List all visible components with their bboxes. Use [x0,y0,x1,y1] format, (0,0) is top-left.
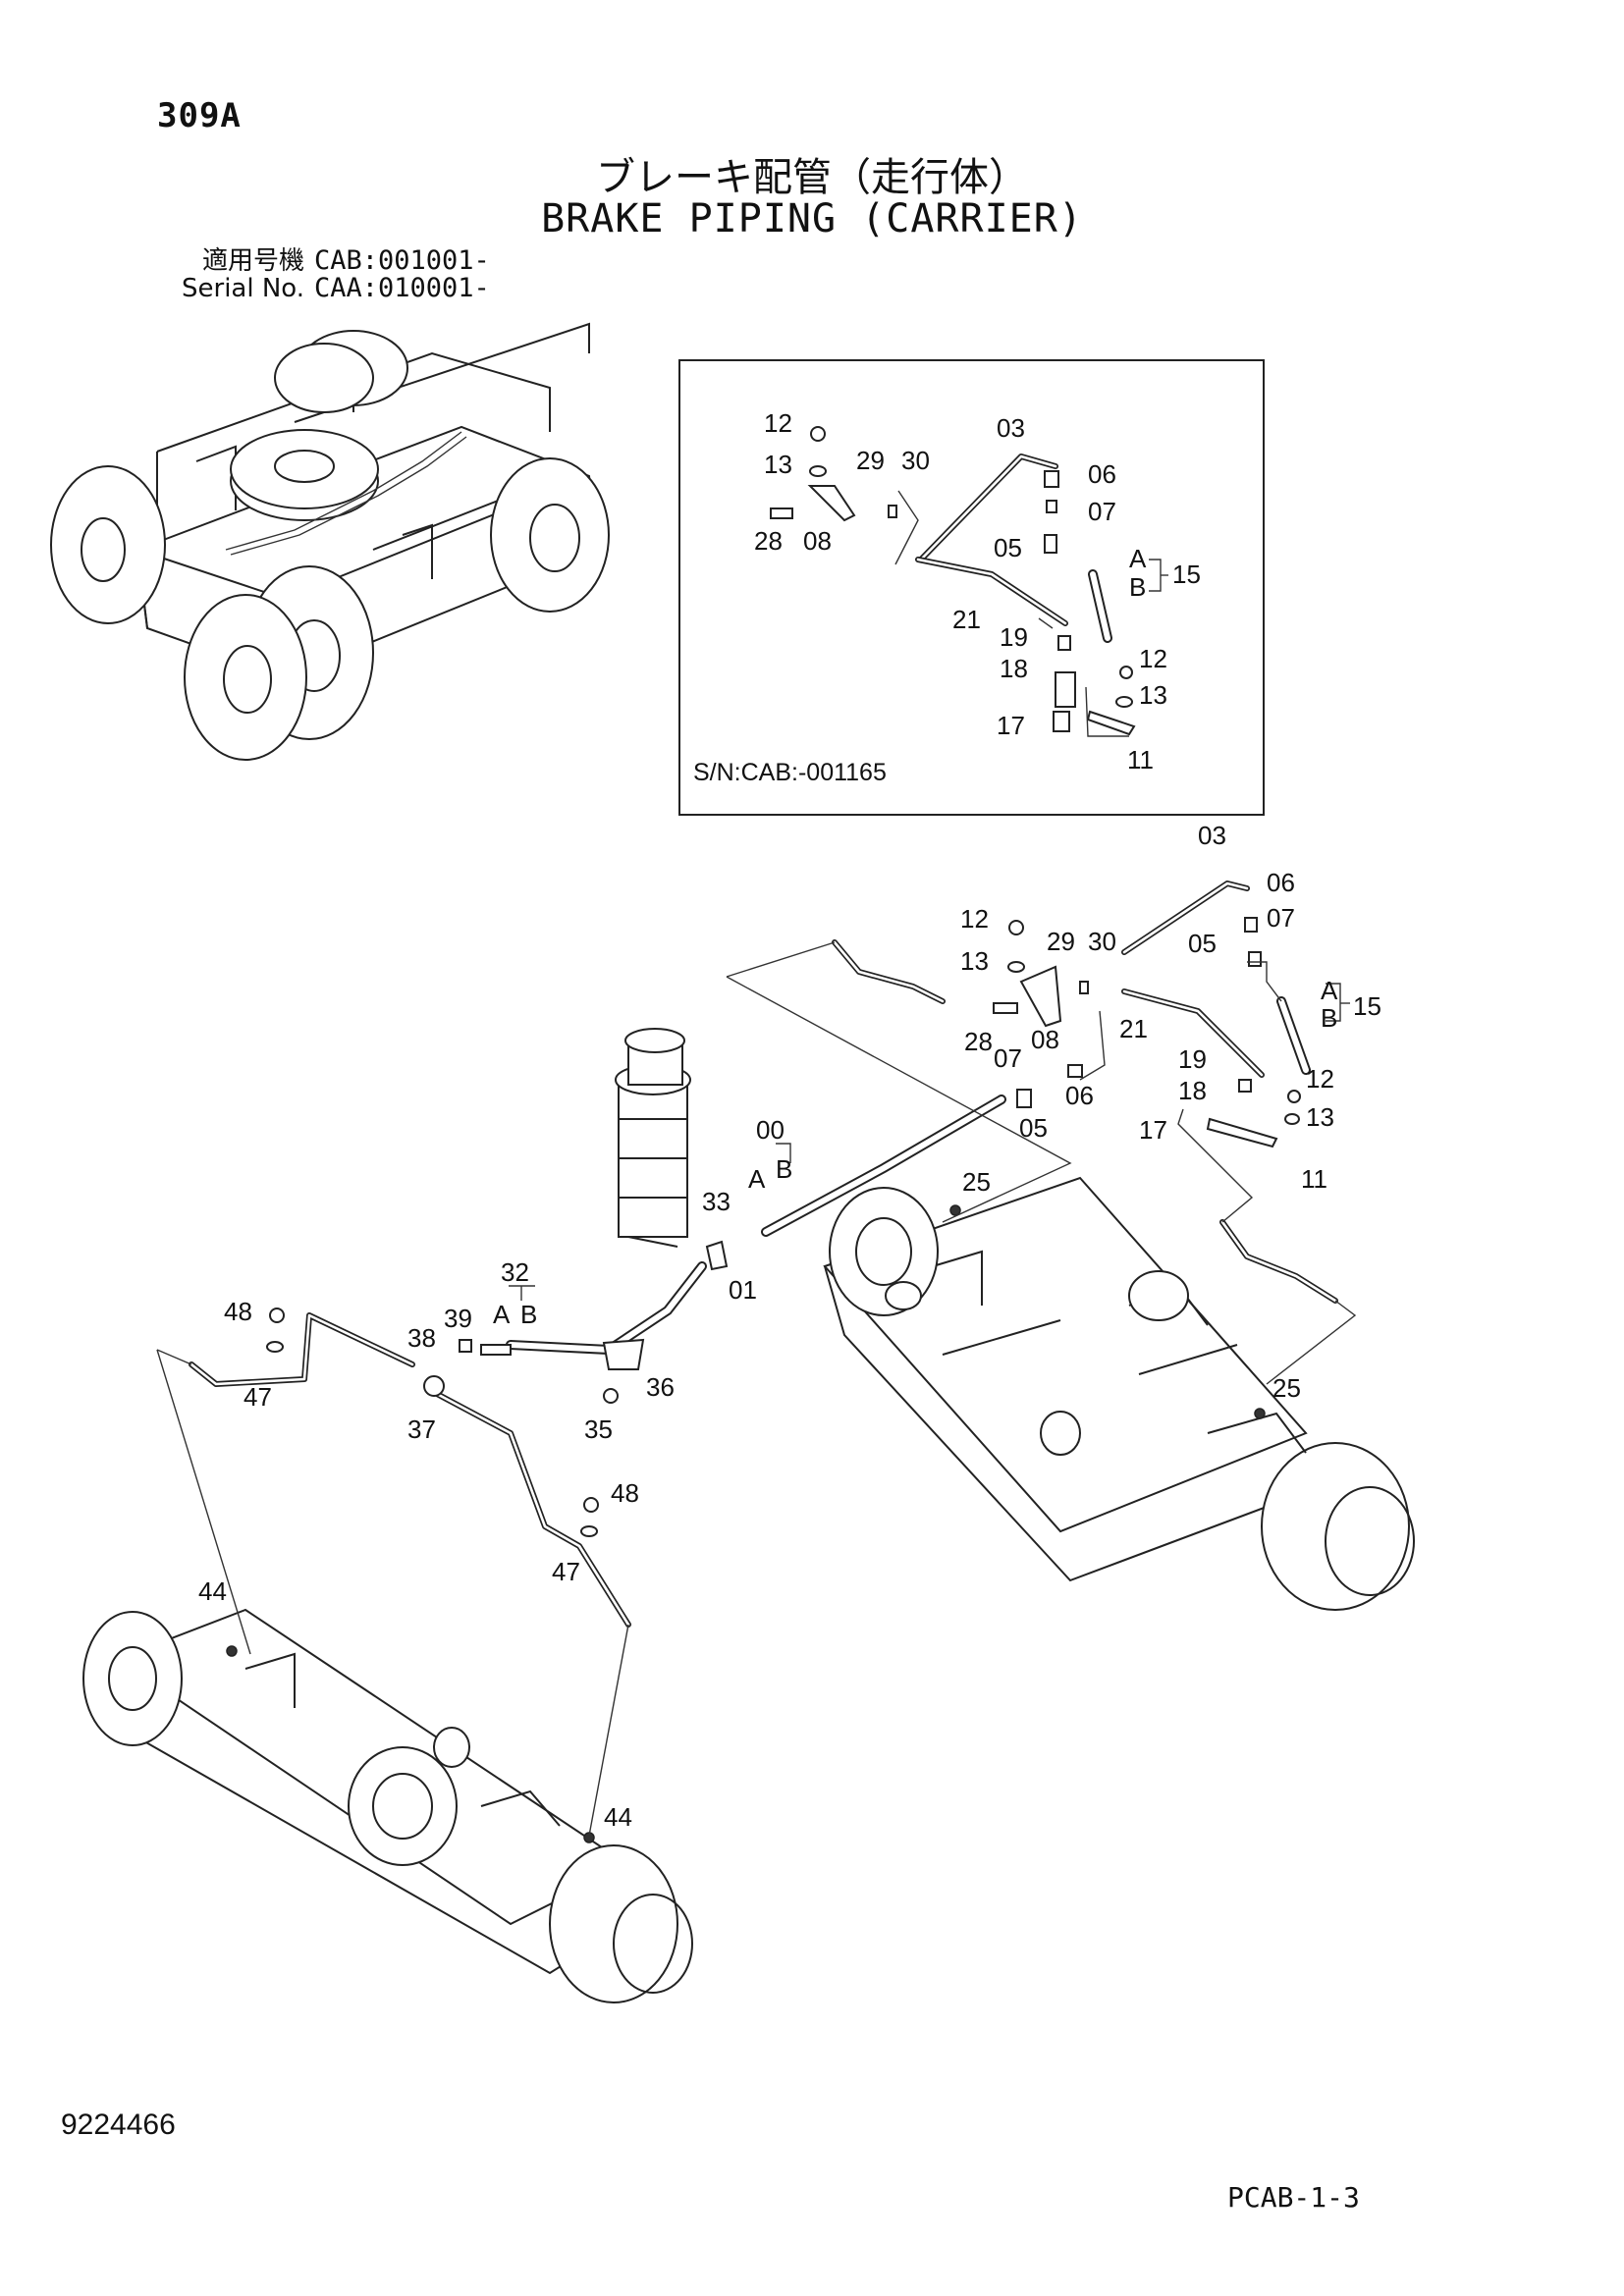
title-english: BRAKE PIPING (CARRIER) [541,196,1083,241]
callout-05: 05 [994,533,1022,562]
callout-28: 28 [964,1027,993,1056]
title-japanese: ブレーキ配管（走行体） [596,155,1028,200]
callout-15: 15 [1172,560,1201,589]
callout-28: 28 [754,526,783,556]
callout-30: 30 [901,446,930,475]
callout-44b: 44 [604,1802,632,1832]
inset-caption: S/N:CAB:-001165 [693,759,887,786]
callout-00: 00 [756,1115,785,1145]
drawing-id: 9224466 [61,2109,176,2141]
callout-12b: 12 [1306,1064,1334,1094]
callout-48b: 48 [611,1478,639,1508]
callout-21: 21 [952,605,981,634]
inset-early-serial-panel [678,359,1265,816]
callout-33: 33 [702,1187,731,1216]
inset-callouts: 12 13 29 30 03 06 07 28 08 05 A B 15 21 … [693,408,1201,786]
callout-B: B [1321,1003,1337,1033]
callout-38: 38 [407,1323,436,1353]
callout-06: 06 [1267,868,1295,897]
callout-A: A [1129,544,1147,573]
callout-32-A: A [493,1300,511,1329]
serial-value: CAA:010001- [314,273,490,303]
callout-01: 01 [729,1275,757,1305]
callout-47a: 47 [244,1382,272,1412]
callout-05: 05 [1188,929,1217,958]
serial-number-block: 適用号機 CAB:001001- Serial No. CAA:010001- [152,245,490,303]
callout-29: 29 [856,446,885,475]
callout-25a: 25 [962,1167,991,1197]
page-number: 309A [157,96,242,135]
carrier-overview-drawing [50,322,610,761]
callout-A: A [1321,976,1338,1005]
callout-00-B: B [776,1154,792,1184]
serial-row-serial-no: Serial No. CAA:010001- [152,273,490,303]
callout-B: B [1129,572,1146,602]
callout-07b: 07 [994,1043,1022,1073]
callout-18: 18 [1000,654,1028,683]
callout-11: 11 [1301,1164,1327,1194]
callout-07: 07 [1088,497,1116,526]
callout-12: 12 [764,408,792,438]
callout-13: 13 [764,450,792,479]
serial-value: CAB:001001- [314,245,490,276]
callout-36: 36 [646,1372,675,1402]
callout-00-A: A [748,1164,766,1194]
callout-30: 30 [1088,927,1116,956]
callout-03: 03 [997,413,1025,443]
callout-17: 17 [1139,1115,1167,1145]
callout-08: 08 [803,526,832,556]
main-callouts: 03 06 07 12 29 30 13 05 A B 15 28 08 21 … [198,821,1381,1832]
callout-07: 07 [1267,903,1295,933]
callout-05b: 05 [1019,1113,1048,1143]
callout-32-B: B [520,1300,537,1329]
serial-label: 適用号機 [201,246,304,276]
callout-32: 32 [501,1257,529,1287]
callout-29: 29 [1047,927,1075,956]
callout-25b: 25 [1272,1373,1301,1403]
callout-06b: 06 [1065,1081,1094,1110]
callout-48a: 48 [224,1297,252,1326]
callout-15: 15 [1353,991,1381,1021]
serial-label: Serial No. [182,274,304,303]
callout-35: 35 [584,1415,613,1444]
serial-row-applicable: 適用号機 CAB:001001- [152,245,490,276]
callout-19: 19 [1000,622,1028,652]
callout-13: 13 [960,946,989,976]
callout-19: 19 [1178,1044,1207,1074]
callout-03: 03 [1198,821,1226,850]
callout-11: 11 [1127,745,1154,774]
callout-08: 08 [1031,1025,1059,1054]
callout-21: 21 [1119,1014,1148,1043]
callout-47b: 47 [552,1557,580,1586]
callout-17: 17 [997,711,1025,740]
callout-12: 12 [960,904,989,934]
main-piping [156,881,1357,1843]
callout-13b: 13 [1139,680,1167,710]
callout-37: 37 [407,1415,436,1444]
callout-06: 06 [1088,459,1116,489]
front-axle-drawing [823,1176,1415,1611]
callout-44a: 44 [198,1576,227,1606]
page-code: PCAB-1-3 [1227,2181,1360,2214]
callout-18: 18 [1178,1076,1207,1105]
rear-axle-drawing [82,1608,693,2003]
swivel-joint-drawing [615,1028,691,1248]
callout-12b: 12 [1139,644,1167,673]
callout-39: 39 [444,1304,472,1333]
callout-13b: 13 [1306,1102,1334,1132]
